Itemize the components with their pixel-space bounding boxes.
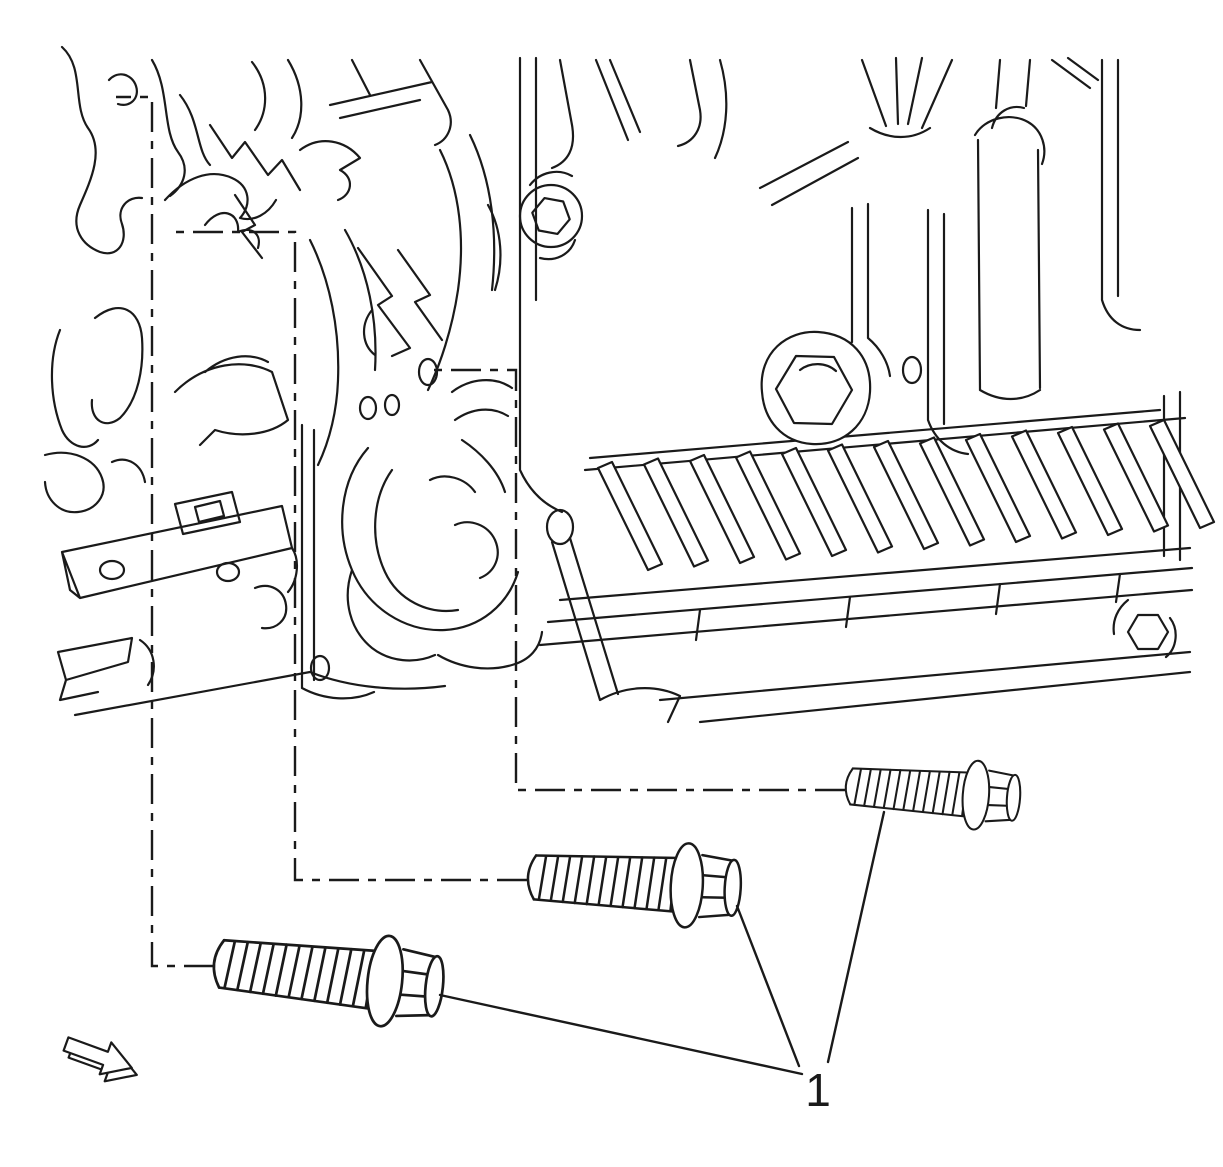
hex-nut-flats xyxy=(774,354,854,426)
callout-line-from-bolt-3 xyxy=(826,810,886,1064)
small-hex-nut xyxy=(1126,613,1170,651)
hex-bolt-upper xyxy=(518,170,584,261)
engine-left-structure xyxy=(43,45,452,717)
flange-bolt-shape xyxy=(524,833,745,932)
projection-line-bolt-2 xyxy=(170,230,527,882)
radiator-assembly xyxy=(538,408,1216,647)
direction-arrow xyxy=(62,1036,138,1083)
callout-line-from-bolt-1 xyxy=(438,993,804,1076)
large-hex-nut xyxy=(760,330,872,446)
flange-bolt-2 xyxy=(524,833,745,932)
skid-hole-left xyxy=(98,559,126,581)
projection-lines xyxy=(116,95,845,968)
flange-bolt-shape xyxy=(842,750,1024,834)
projection-line-bolt-3 xyxy=(432,368,845,792)
engine-center-structure xyxy=(300,133,544,700)
hex-head xyxy=(531,197,571,235)
bolt-hole-3 xyxy=(417,357,439,387)
skid-hole-right xyxy=(215,561,241,583)
support-pole-top xyxy=(545,508,575,546)
bracket-hole xyxy=(309,654,331,682)
direction-arrow-face xyxy=(62,1036,133,1076)
flange-bolt-shape xyxy=(207,916,449,1034)
callout-label: 1 xyxy=(805,1064,831,1116)
callout-line-from-bolt-2 xyxy=(735,904,801,1068)
lower-frame xyxy=(545,508,1192,724)
flange-bolt-1 xyxy=(207,916,449,1034)
callout-1: 1 xyxy=(438,810,886,1116)
flange-bolt-3 xyxy=(842,750,1024,834)
